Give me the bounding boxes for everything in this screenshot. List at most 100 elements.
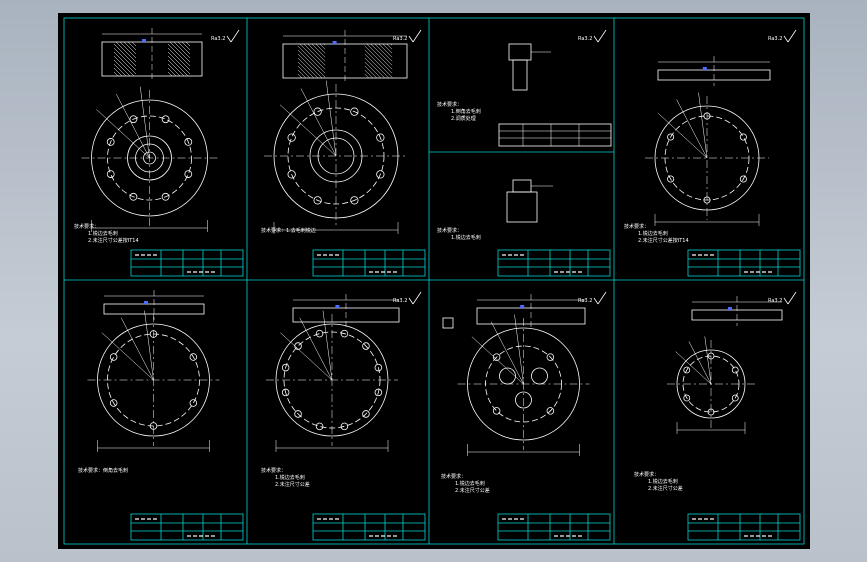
- section-view: [103, 290, 205, 320]
- dimension-marker: [144, 301, 148, 304]
- panel-p5: 技术要求：倒角去毛刺: [78, 290, 244, 541]
- hatch-line: [167, 43, 191, 67]
- roughness-symbol: Ra3.2: [211, 29, 240, 43]
- roughness-label: Ra3.2: [768, 36, 782, 42]
- hatch-line: [167, 59, 185, 77]
- hatch-line: [364, 65, 378, 79]
- hatch-line: [299, 43, 326, 70]
- hatch-line: [123, 41, 137, 55]
- dimension-leader: [280, 332, 333, 381]
- roughness-label: Ra3.2: [768, 298, 782, 304]
- note-line: 2.未注尺寸公差: [648, 485, 683, 492]
- note-line: 技术要求：: [261, 467, 286, 474]
- flange-outline: [676, 349, 746, 419]
- roughness-symbol: Ra3.2: [578, 291, 607, 305]
- hatch-line: [319, 43, 326, 50]
- bolt-hole: [374, 363, 383, 372]
- port-hole: [531, 367, 548, 385]
- bolt-hole: [294, 342, 302, 350]
- hatch-line: [297, 53, 323, 79]
- dimension-leader: [325, 80, 337, 157]
- hatch-line: [177, 41, 191, 55]
- hatch-line: [307, 43, 326, 62]
- bolt-hole: [281, 388, 290, 397]
- roughness-label: Ra3.2: [393, 36, 407, 42]
- note-line: 技术要求：1.去毛刺锐边: [261, 227, 316, 234]
- dimension-leader: [675, 351, 712, 385]
- roughness-symbol: Ra3.2: [768, 291, 797, 305]
- roughness-stroke: [783, 297, 789, 305]
- hatch-line: [382, 43, 393, 54]
- technical-notes: 技术要求：1.锐边去毛刺: [437, 227, 481, 241]
- title-block-border: [497, 513, 611, 541]
- hatch-line: [386, 43, 393, 50]
- plan-view: [667, 336, 755, 434]
- bolt-hole: [376, 133, 385, 142]
- hatch-line: [167, 71, 173, 77]
- shaft-head: [508, 43, 532, 61]
- dimension-leader: [491, 321, 524, 385]
- bolt-hole: [315, 422, 324, 431]
- plan-view: [645, 92, 769, 226]
- dimension-leader: [144, 310, 154, 381]
- pin-part: [506, 179, 553, 223]
- bolt-hole: [189, 399, 198, 407]
- bolt-hole: [106, 170, 115, 178]
- hatch-line: [364, 53, 390, 79]
- note-line: 1.锐边去毛刺: [638, 230, 668, 237]
- hatch-line: [181, 41, 191, 51]
- flange-outline: [467, 327, 580, 441]
- hatch-line: [119, 41, 137, 59]
- roughness-label: Ra3.2: [393, 298, 407, 304]
- hatch-line: [167, 67, 177, 77]
- dimension-leader: [139, 86, 150, 159]
- hatch-line: [364, 57, 386, 79]
- bolt-hole: [350, 107, 359, 116]
- bolt-hole: [313, 196, 322, 205]
- note-line: 技术要求：: [74, 223, 99, 230]
- section-view: [282, 30, 408, 84]
- dimension-marker: [702, 67, 707, 70]
- note-line: 1.锐边去毛刺: [455, 480, 485, 487]
- dimension-marker: [728, 307, 732, 310]
- roughness-stroke: [412, 291, 422, 305]
- hatch-line: [115, 41, 137, 63]
- drawing-frame: [63, 17, 805, 545]
- note-line: 2.未注尺寸公差按IT14: [88, 237, 139, 244]
- roughness-stroke: [783, 35, 789, 43]
- dimension-leader: [704, 336, 712, 385]
- title-block-border: [687, 249, 801, 277]
- title-block-border: [497, 249, 611, 277]
- bolt-hole: [161, 192, 170, 201]
- bolt-hole: [340, 422, 349, 431]
- section-hatch: [113, 41, 137, 77]
- hatch-line: [297, 57, 319, 79]
- title-block: [130, 513, 244, 541]
- note-line: 1.锐边去毛刺: [648, 478, 678, 485]
- plan-view: [81, 86, 218, 232]
- dimension-leader: [514, 314, 524, 385]
- hatch-line: [113, 67, 123, 77]
- detail-box: [442, 317, 454, 329]
- title-block-border: [130, 249, 244, 277]
- roughness-stroke: [408, 297, 414, 305]
- roughness-stroke: [408, 35, 414, 43]
- flange-outline: [91, 99, 208, 217]
- dimension-leader: [299, 317, 333, 381]
- title-block: [130, 249, 244, 277]
- title-block-border: [130, 513, 244, 541]
- hatch-line: [167, 47, 191, 71]
- hatch-line: [113, 63, 127, 77]
- dimension-marker: [520, 305, 525, 308]
- note-line: 2.未注尺寸公差按IT14: [638, 237, 689, 244]
- hatch-line: [113, 43, 137, 67]
- note-line: 2.调质处理: [451, 115, 476, 122]
- hatch-line: [315, 43, 326, 54]
